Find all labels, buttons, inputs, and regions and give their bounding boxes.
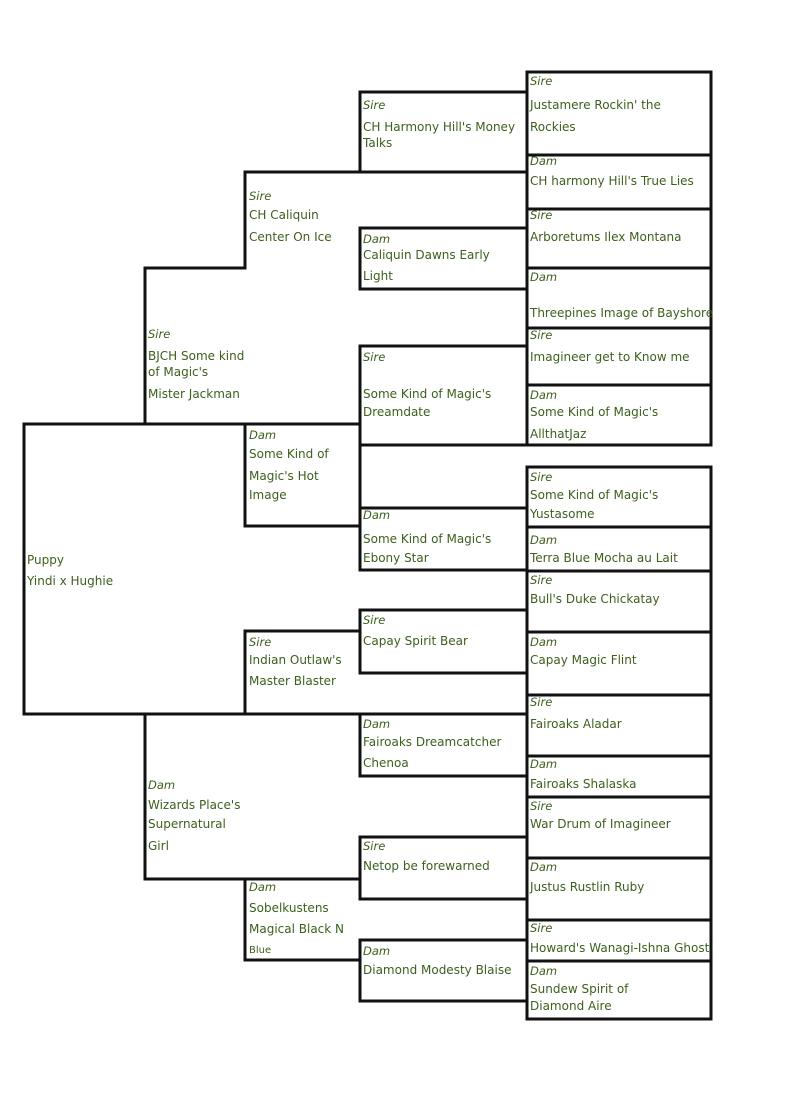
g4-3-role: Sire bbox=[530, 208, 553, 222]
ssd-role: Dam bbox=[363, 232, 391, 246]
g4-1-name-line-2: Rockies bbox=[530, 120, 576, 134]
puppy-label: Puppy bbox=[27, 553, 64, 567]
g4-15-role: Sire bbox=[530, 921, 553, 935]
g4-9-role: Sire bbox=[530, 573, 553, 587]
g4-7-role: Sire bbox=[530, 470, 553, 484]
dam-dam-name-line-1: Sobelkustens bbox=[249, 901, 329, 915]
sdd-name-line-1: Some Kind of Magic's bbox=[363, 532, 492, 546]
sds-role: Sire bbox=[363, 350, 386, 364]
sdd-name-line-2: Ebony Star bbox=[363, 551, 429, 565]
g4-11-name-line-1: Fairoaks Aladar bbox=[530, 717, 622, 731]
g4-2-name-line-1: CH harmony Hill's True Lies bbox=[530, 174, 694, 188]
g4-12-name-line-1: Fairoaks Shalaska bbox=[530, 777, 637, 791]
dss-role: Sire bbox=[363, 613, 386, 627]
sire-name-line-2: of Magic's bbox=[148, 365, 209, 379]
dam-name-line-3: Girl bbox=[148, 839, 169, 853]
sds-name-line-1: Some Kind of Magic's bbox=[363, 387, 492, 401]
g4-11-role: Sire bbox=[530, 695, 553, 709]
g4-1-role: Sire bbox=[530, 74, 553, 88]
g4-6-name-line-1: Some Kind of Magic's bbox=[530, 405, 659, 419]
gen4-boxes bbox=[525, 70, 713, 1021]
dsd-name-line-1: Fairoaks Dreamcatcher bbox=[363, 735, 502, 749]
g4-16-name-line-2: Diamond Aire bbox=[530, 999, 612, 1013]
g4-10-role: Dam bbox=[530, 635, 558, 649]
g4-14-name-line-1: Justus Rustlin Ruby bbox=[530, 880, 645, 894]
sss-role: Sire bbox=[363, 98, 386, 112]
sire-dam-name-line-2: Magic's Hot bbox=[249, 469, 319, 483]
g4-5-name-line-1: Imagineer get to Know me bbox=[530, 350, 690, 364]
g4-10-name-line-1: Capay Magic Flint bbox=[530, 653, 637, 667]
dam-sire-role: Sire bbox=[249, 635, 272, 649]
g4-13-name-line-1: War Drum of Imagineer bbox=[530, 817, 671, 831]
g4-15-name-line-1: Howard's Wanagi-Ishna Ghost bbox=[530, 941, 710, 955]
g4-7-name-line-2: Yustasome bbox=[530, 507, 595, 521]
g4-4-role: Dam bbox=[530, 270, 558, 284]
puppy-name: Yindi x Hughie bbox=[27, 574, 114, 588]
sire-dam-name-line-3: Image bbox=[249, 488, 287, 502]
gen2-boxes bbox=[243, 170, 362, 962]
dss-name-line-1: Capay Spirit Bear bbox=[363, 634, 468, 648]
g4-8-name-line-1: Terra Blue Mocha au Lait bbox=[530, 551, 678, 565]
sire-role: Sire bbox=[148, 327, 171, 341]
sire-dam-role: Dam bbox=[249, 428, 277, 442]
sire-name-line-1: BJCH Some kind bbox=[148, 349, 245, 363]
dam-role: Dam bbox=[148, 778, 176, 792]
ddd-name-line-1: Diamond Modesty Blaise bbox=[363, 963, 512, 977]
sdd-role: Dam bbox=[363, 508, 391, 522]
dam-name-line-2: Supernatural bbox=[148, 817, 226, 831]
dam-name-line-1: Wizards Place's bbox=[148, 798, 241, 812]
g4-4-name-line-1: Threepines Image of Bayshore bbox=[530, 306, 714, 320]
sss-name-line-2: Talks bbox=[363, 136, 393, 150]
dam-sire-name-line-1: Indian Outlaw's bbox=[249, 653, 342, 667]
g4-14-role: Dam bbox=[530, 860, 558, 874]
dam-dam-name-line-2: Magical Black N bbox=[249, 922, 345, 936]
ddd-role: Dam bbox=[363, 944, 391, 958]
dam-sire-name-line-2: Master Blaster bbox=[249, 674, 336, 688]
g4-6-role: Dam bbox=[530, 388, 558, 402]
g4-9-name-line-1: Bull's Duke Chickatay bbox=[530, 592, 660, 606]
g4-1-name-line-1: Justamere Rockin' the bbox=[530, 98, 661, 112]
g4-12-role: Dam bbox=[530, 757, 558, 771]
sire-dam-name-line-1: Some Kind of bbox=[249, 447, 329, 461]
dsd-role: Dam bbox=[363, 717, 391, 731]
dam-dam-name-line-3: Blue bbox=[249, 945, 272, 956]
dsd-name-line-2: Chenoa bbox=[363, 756, 409, 770]
ssd-name-line-1: Caliquin Dawns Early bbox=[363, 248, 490, 262]
sire-sire-role: Sire bbox=[249, 189, 272, 203]
g4-2-role: Dam bbox=[530, 154, 558, 168]
gen3-boxes bbox=[358, 90, 529, 1003]
g4-6-name-line-2: AllthatJaz bbox=[530, 427, 587, 441]
gen1-boxes bbox=[143, 266, 247, 881]
dds-role: Sire bbox=[363, 839, 386, 853]
dds-name-line-1: Netop be forewarned bbox=[363, 859, 490, 873]
sds-name-line-2: Dreamdate bbox=[363, 405, 431, 419]
puppy-box bbox=[22, 422, 147, 716]
g4-16-name-line-1: Sundew Spirit of bbox=[530, 982, 629, 996]
sire-sire-name-line-1: CH Caliquin bbox=[249, 208, 319, 222]
sire-name-line-3: Mister Jackman bbox=[148, 387, 240, 401]
sire-sire-name-line-2: Center On Ice bbox=[249, 230, 332, 244]
g4-13-role: Sire bbox=[530, 799, 553, 813]
sss-name-line-1: CH Harmony Hill's Money bbox=[363, 120, 516, 134]
dam-dam-role: Dam bbox=[249, 880, 277, 894]
g4-8-role: Dam bbox=[530, 533, 558, 547]
ssd-name-line-2: Light bbox=[363, 269, 393, 283]
g4-16-role: Dam bbox=[530, 964, 558, 978]
g4-3-name-line-1: Arboretums Ilex Montana bbox=[530, 230, 682, 244]
g4-5-role: Sire bbox=[530, 328, 553, 342]
g4-7-name-line-1: Some Kind of Magic's bbox=[530, 488, 659, 502]
